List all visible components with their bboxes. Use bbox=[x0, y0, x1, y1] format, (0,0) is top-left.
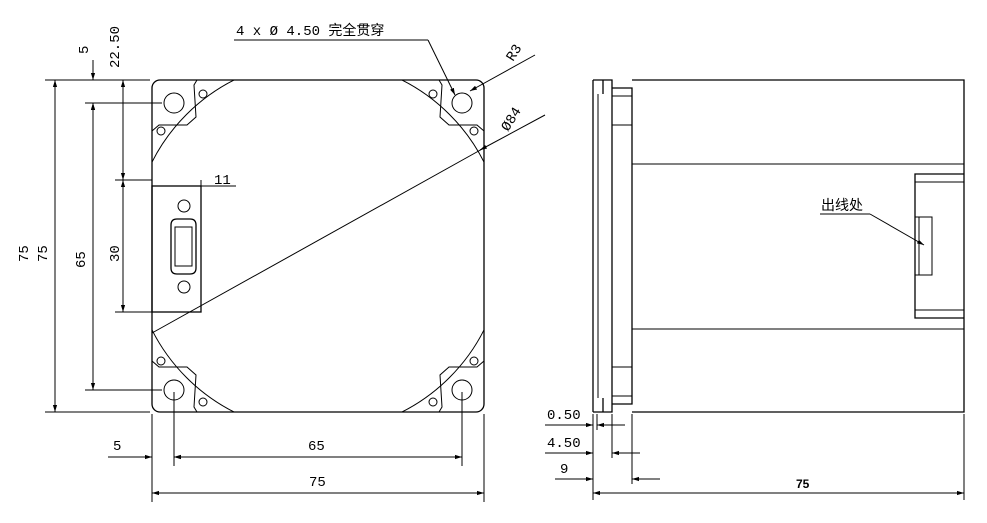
hole-tr bbox=[451, 92, 473, 114]
side-body bbox=[632, 79, 965, 413]
dim-75-side: 75 bbox=[796, 477, 810, 491]
dim-65-vertical: 65 bbox=[74, 251, 90, 268]
dim-75-horizontal: 75 bbox=[309, 475, 326, 491]
dim-5-vertical: 5 bbox=[77, 46, 93, 54]
connector-plate bbox=[151, 185, 202, 313]
dim-22-50: 22.50 bbox=[108, 26, 124, 68]
dim-0-50: 0.50 bbox=[547, 408, 581, 424]
side-connector bbox=[914, 173, 964, 319]
connector-width-dim: 11 bbox=[214, 173, 231, 189]
front-outline bbox=[151, 79, 485, 413]
front-flange bbox=[151, 79, 485, 413]
radius-callout: R3 bbox=[504, 42, 526, 65]
dim-75-ghost: 75 bbox=[17, 245, 33, 262]
holes-callout: 4 x Ø 4.50 完全贯穿 bbox=[236, 22, 384, 40]
diameter-callout: Ø84 bbox=[499, 105, 526, 135]
dim-65-horizontal: 65 bbox=[308, 439, 325, 455]
dim-9: 9 bbox=[560, 462, 568, 478]
dim-5-horizontal: 5 bbox=[113, 439, 121, 455]
cable-exit-callout: 出线处 bbox=[821, 198, 863, 215]
dim-75-vertical: 75 bbox=[36, 245, 52, 262]
dim-4-50: 4.50 bbox=[547, 436, 581, 452]
dim-30: 30 bbox=[108, 245, 124, 262]
front-view: 4 x Ø 4.50 完全贯穿 R3 Ø84 11 75 75 65 30 22… bbox=[17, 22, 546, 502]
front-circle-84 bbox=[152, 80, 484, 412]
side-flange bbox=[592, 79, 633, 413]
connector-d-sub bbox=[170, 218, 197, 275]
diagonal-line bbox=[151, 147, 485, 334]
side-view: 出线处 0.50 4.50 9 75 bbox=[545, 79, 965, 500]
hole-tl bbox=[163, 92, 185, 114]
